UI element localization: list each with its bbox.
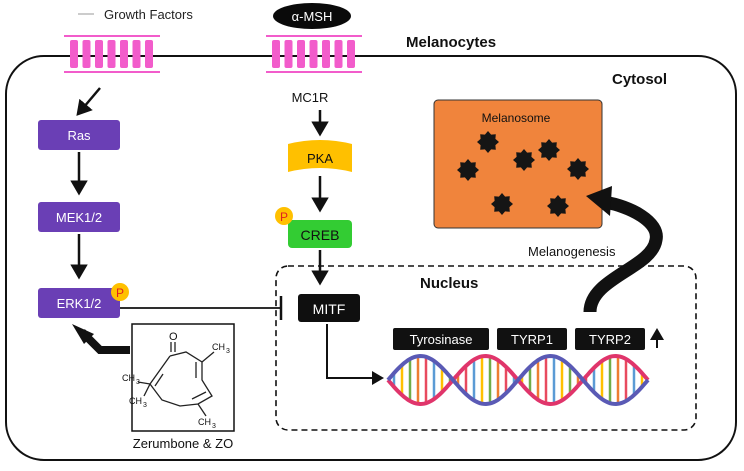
- erk-label: ERK1/2: [57, 296, 102, 311]
- methyl-c-label: CH: [129, 396, 142, 406]
- nucleus-label: Nucleus: [420, 275, 478, 292]
- erk-phospho-label: P: [116, 286, 124, 300]
- melanogenesis-label: Melanogenesis: [528, 244, 616, 259]
- receptor-helix-icon: [334, 40, 343, 68]
- receptor-helix-icon: [95, 40, 103, 68]
- creb-phospho-label: P: [280, 210, 288, 224]
- melanin-granule-icon: [477, 131, 499, 153]
- melanosome-label: Melanosome: [482, 111, 551, 125]
- mc1r-receptor-icon: [266, 35, 362, 73]
- alpha-msh-label: α-MSH: [292, 9, 333, 24]
- arrow-mitf-to-dna: [326, 324, 384, 385]
- tyrosinase-box: [393, 328, 489, 350]
- mitf-box: [298, 294, 360, 322]
- methyl-b-subscript: 3: [136, 379, 140, 386]
- mek-label: MEK1/2: [56, 210, 102, 225]
- methyl-d-subscript: 3: [212, 423, 216, 430]
- tyrp1-box: [497, 328, 567, 350]
- growth-factors-label: Growth Factors: [104, 7, 193, 22]
- arrow-receptor-to-ras: [76, 87, 101, 116]
- pka-label: PKA: [307, 151, 333, 166]
- zerumbone-structure: [137, 342, 215, 417]
- dna-helix-icon: [386, 353, 650, 407]
- tyrosinase-label: Tyrosinase: [410, 332, 473, 347]
- methyl-a-label: CH: [212, 342, 225, 352]
- erk-box: [38, 288, 120, 318]
- compound-arrow-head: [72, 324, 94, 344]
- ras-label: Ras: [67, 128, 91, 143]
- melanocytes-label: Melanocytes: [406, 34, 496, 51]
- methyl-a-subscript: 3: [226, 348, 230, 355]
- tyrp2-label: TYRP2: [589, 332, 631, 347]
- melanogenesis-arrow-shaft: [583, 195, 663, 313]
- tyrp2-box: [575, 328, 645, 350]
- melanin-granule-icon: [513, 149, 535, 171]
- methyl-c-subscript: 3: [143, 402, 147, 409]
- creb-label: CREB: [301, 227, 340, 243]
- cytosol-label: Cytosol: [612, 71, 667, 88]
- dna-strand-b: [386, 353, 650, 407]
- compound-label: Zerumbone & ZO: [133, 436, 233, 451]
- receptor-helix-icon: [297, 40, 305, 68]
- mitf-label: MITF: [313, 301, 346, 317]
- melanin-granule-icon: [567, 158, 589, 180]
- alpha-msh-ligand: [273, 3, 351, 29]
- receptor-helix-icon: [347, 40, 355, 68]
- oxygen-label: O: [169, 331, 178, 343]
- receptor-helix-icon: [145, 40, 153, 68]
- receptor-helix-icon: [284, 40, 293, 68]
- receptor-helix-icon: [272, 40, 280, 68]
- melanin-granules: [457, 131, 589, 217]
- growth-factor-receptor-icon: [64, 35, 160, 73]
- receptor-helix-icon: [132, 40, 141, 68]
- cell-membrane: [5, 55, 737, 461]
- creb-phospho-marker: [275, 207, 293, 225]
- methyl-d-label: CH: [198, 417, 211, 427]
- receptor-helix-icon: [107, 40, 116, 68]
- ras-box: [38, 120, 120, 150]
- mek-box: [38, 202, 120, 232]
- tyrp1-label: TYRP1: [511, 332, 553, 347]
- nucleus-boundary: [275, 265, 697, 431]
- receptor-helix-icon: [82, 40, 91, 68]
- receptor-helix-icon: [322, 40, 330, 68]
- melanin-granule-icon: [547, 195, 569, 217]
- melanin-granule-icon: [538, 139, 560, 161]
- creb-box: [288, 220, 352, 248]
- methyl-b-label: CH: [122, 373, 135, 383]
- zerumbone-structure-box: [131, 323, 235, 432]
- melanin-granule-icon: [457, 159, 479, 181]
- receptor-helix-icon: [120, 40, 128, 68]
- melanin-granule-icon: [491, 193, 513, 215]
- receptor-helix-icon: [309, 40, 318, 68]
- mc1r-label: MC1R: [292, 90, 329, 105]
- receptor-helix-icon: [70, 40, 78, 68]
- pka-shape: [288, 140, 352, 172]
- erk-phospho-marker: [111, 283, 129, 301]
- melanogenesis-arrow-head: [586, 186, 612, 216]
